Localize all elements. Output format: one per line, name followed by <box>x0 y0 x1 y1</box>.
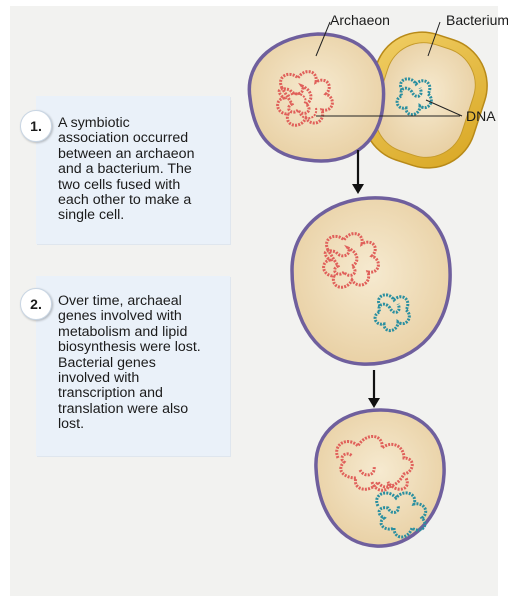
archaeon-cell <box>249 34 383 161</box>
dna-label: DNA <box>466 108 496 124</box>
fused-cell <box>292 198 450 364</box>
arrow-down-2 <box>368 370 380 408</box>
archaeon-label: Archaeon <box>330 12 390 28</box>
bacterium-label: Bacterium <box>446 12 508 28</box>
arrow-down-1 <box>352 150 364 194</box>
